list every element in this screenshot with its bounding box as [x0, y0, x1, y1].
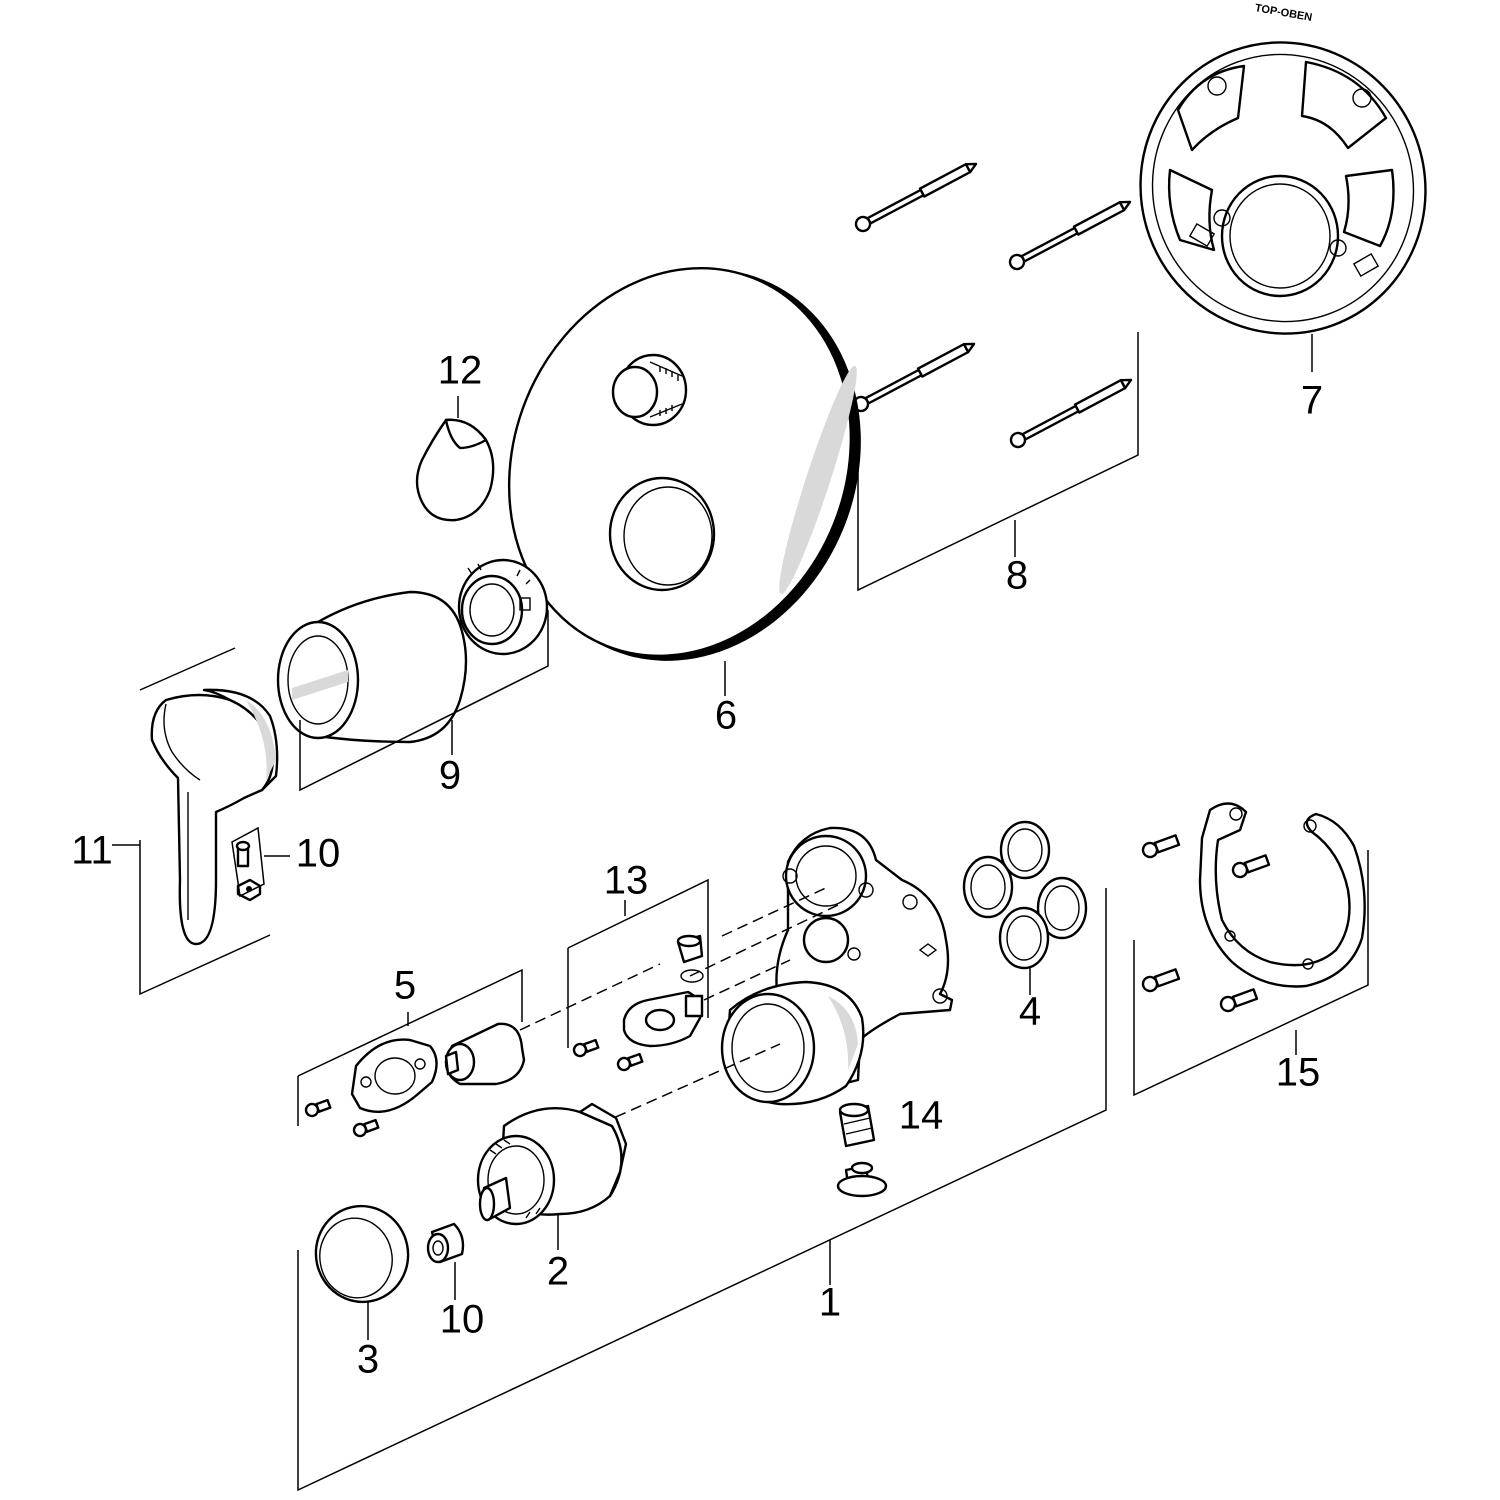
- box-10a: [231, 826, 265, 898]
- callout-14: 14: [899, 1094, 944, 1138]
- bracket-kit-part-15: [1141, 802, 1366, 1013]
- bracket-11-top: [139, 647, 236, 691]
- ring-part-3: [314, 1204, 410, 1304]
- callout-7: 7: [1301, 379, 1323, 423]
- callout-9: 9: [439, 754, 461, 798]
- callout-2: 2: [547, 1250, 569, 1294]
- dash-line-body: [721, 885, 831, 937]
- callout-5: 5: [394, 964, 416, 1008]
- callout-10-bottom: 10: [440, 1298, 485, 1342]
- callout-1: 1: [819, 1281, 841, 1325]
- bracket-8: [857, 332, 1139, 592]
- dash-line-5: [519, 963, 661, 1031]
- callout-12: 12: [438, 349, 483, 393]
- cover-plate-part-6: [507, 266, 861, 661]
- bush-part-10b: [426, 1222, 465, 1264]
- sleeve-part-9: [276, 558, 549, 744]
- bracket-15: [1133, 850, 1369, 1097]
- callout-10-top: 10: [296, 832, 341, 876]
- knob-part-12: [415, 418, 495, 522]
- check-valve-part-14: [836, 1102, 888, 1198]
- callout-8: 8: [1006, 554, 1028, 598]
- dash-line-13b: [689, 903, 841, 977]
- callout-4: 4: [1019, 990, 1041, 1034]
- top-oben-print: TOP-OBEN: [1254, 2, 1313, 24]
- screws-part-8: [852, 162, 1133, 449]
- lever-handle-part-11: [150, 688, 279, 946]
- bracket-9: [299, 610, 549, 792]
- cartridge-part-5: [304, 1022, 526, 1138]
- callout-15: 15: [1276, 1051, 1321, 1095]
- bracket-13: [567, 878, 709, 1048]
- o-rings-part-4: [962, 820, 1088, 970]
- callout-3: 3: [357, 1338, 379, 1382]
- mounting-ring-part-7: TOP-OBEN: [1139, 2, 1427, 335]
- bracket-1: [297, 888, 1107, 1492]
- callout-11: 11: [71, 829, 113, 873]
- callout-13: 13: [604, 859, 649, 903]
- valve-body-part-1: [720, 826, 954, 1106]
- callout-6: 6: [715, 694, 737, 738]
- bracket-5: [297, 968, 523, 1126]
- diverter-part-13: [572, 934, 704, 1072]
- thermostat-cartridge-part-2: [476, 1102, 628, 1226]
- bracket-11-bottom: [139, 840, 271, 996]
